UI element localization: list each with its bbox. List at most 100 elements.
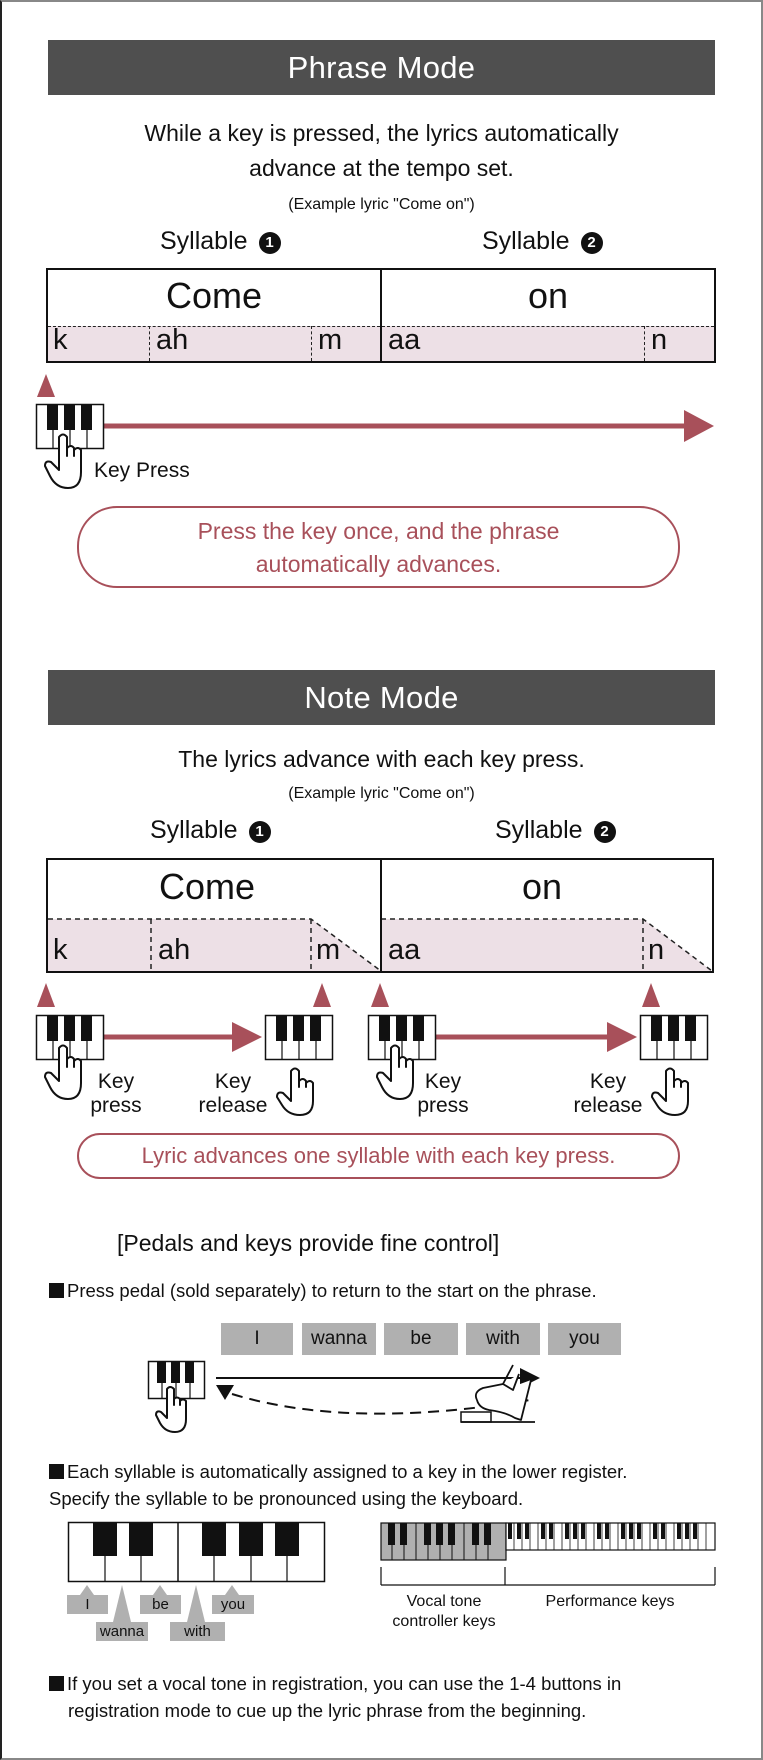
trigger-arrow-icon [37,374,55,397]
pedal-foot-icon [460,1364,535,1423]
phoneme: k [53,324,68,356]
label-line: Key [424,1070,462,1093]
syllable-text: Syllable [482,227,570,255]
phrase-syllable-table: Come on k ah m aa n [46,268,716,363]
phoneme: aa [388,934,421,966]
bullet-square-icon [49,1464,64,1479]
callout-line: automatically advances. [255,551,502,577]
note-syllable-table: Come on k ah m aa n [46,858,714,973]
keyboard-press-icon [147,1360,206,1433]
bullet-registration: If you set a vocal tone in registration,… [49,1670,621,1724]
phoneme: m [316,934,341,966]
note-timeline [37,983,660,1052]
syllable-2-label: Syllable 2 [482,227,603,256]
phoneme-separator [644,326,645,361]
trigger-arrow-icon [37,983,55,1007]
number-badge-icon: 2 [593,821,616,843]
label-line: Key [589,1070,627,1093]
phrase-timeline [37,374,714,442]
bullet-pedal: Press pedal (sold separately) to return … [49,1277,597,1304]
arrow-head-icon [232,1022,262,1052]
number-badge-icon: 2 [580,232,603,254]
bullet-text: Each syllable is automatically assigned … [67,1461,628,1482]
key-press-label: Key press [413,1070,473,1118]
word-come: Come [165,275,263,316]
phoneme: m [318,324,343,356]
label-line: Key [214,1070,252,1093]
lyric-word: wanna [302,1323,376,1355]
key-tag-pointers [80,1585,239,1622]
label-line: Key [97,1070,135,1093]
bullet-text: Specify the syllable to be pronounced us… [49,1488,524,1509]
key-press-label: Key press [86,1070,146,1118]
phrase-mode-description-1: While a key is pressed, the lyrics autom… [144,120,619,146]
bullet-text: If you set a vocal tone in registration,… [67,1673,622,1694]
phoneme: ah [156,324,189,356]
phrase-mode-banner: Phrase Mode [48,40,715,95]
callout-line: Press the key once, and the phrase [197,518,560,544]
arrow-head-icon [684,410,714,442]
note-phoneme-shape [48,860,713,972]
bullet-text: registration mode to cue up the lyric ph… [68,1700,587,1721]
key-tag: with [170,1622,225,1641]
word-come: Come [158,866,256,907]
label-line: release [198,1094,268,1117]
note-mode-example: (Example lyric "Come on") [288,785,475,802]
hand-icon [651,1067,689,1116]
fine-control-heading: [Pedals and keys provide fine control] [117,1230,500,1256]
keyboard-press-icon [35,1014,105,1100]
note-mode-description: The lyrics advance with each key press. [178,746,585,772]
syllable-text: Syllable [160,227,248,255]
trigger-arrow-icon [371,983,389,1007]
bullet-text: Press pedal (sold separately) to return … [67,1280,597,1301]
label-line: controller keys [392,1613,496,1630]
phoneme-separator [311,326,312,361]
return-arrow-icon [216,1385,234,1400]
lyric-word: you [548,1323,621,1355]
syllable-1-label: Syllable 1 [160,227,281,256]
syllable-text: Syllable [150,816,238,844]
key-tag: be [140,1595,181,1614]
phoneme: k [53,934,68,966]
phoneme: n [651,324,668,356]
keyboard-release-icon [264,1014,334,1116]
phrase-mode-description-2: advance at the tempo set. [249,155,514,181]
keyboard-press-icon [367,1014,437,1100]
lyric-word: with [466,1323,540,1355]
phoneme: ah [158,934,191,966]
phoneme: aa [388,324,421,356]
label-line: press [90,1094,142,1117]
label-line: release [573,1094,643,1117]
full-keyboard [380,1522,716,1586]
key-release-label: Key release [193,1070,273,1118]
keyboard-release-icon [639,1014,709,1116]
key-tag: you [212,1595,254,1614]
trigger-arrow-icon [642,983,660,1007]
key-tag: I [67,1595,108,1614]
syllable-2-label: Syllable 2 [495,816,616,845]
phrase-mode-example: (Example lyric "Come on") [288,196,475,213]
key-release-label: Key release [568,1070,648,1118]
trigger-arrow-icon [313,983,331,1007]
note-callout: Lyric advances one syllable with each ke… [77,1133,680,1179]
label-line: Vocal tone [406,1593,482,1610]
lyric-word: I [221,1323,293,1355]
phoneme: n [648,934,665,966]
hand-icon [276,1067,314,1116]
syllable-1-label: Syllable 1 [150,816,271,845]
phrase-callout: Press the key once, and the phrase autom… [77,506,680,588]
bullet-square-icon [49,1676,64,1691]
key-tag: wanna [96,1622,148,1641]
lyric-word: be [384,1323,458,1355]
bullet-keys: Each syllable is automatically assigned … [49,1458,627,1512]
label-line: press [417,1094,469,1117]
arrow-head-icon [607,1022,637,1052]
keyboard-press-icon [35,403,105,489]
vocal-keys-label: Vocal tone controller keys [376,1592,512,1632]
number-badge-icon: 1 [258,232,281,254]
word-on: on [527,275,569,316]
note-mode-banner: Note Mode [48,670,715,725]
number-badge-icon: 1 [248,821,271,843]
phoneme-separator [149,326,150,361]
